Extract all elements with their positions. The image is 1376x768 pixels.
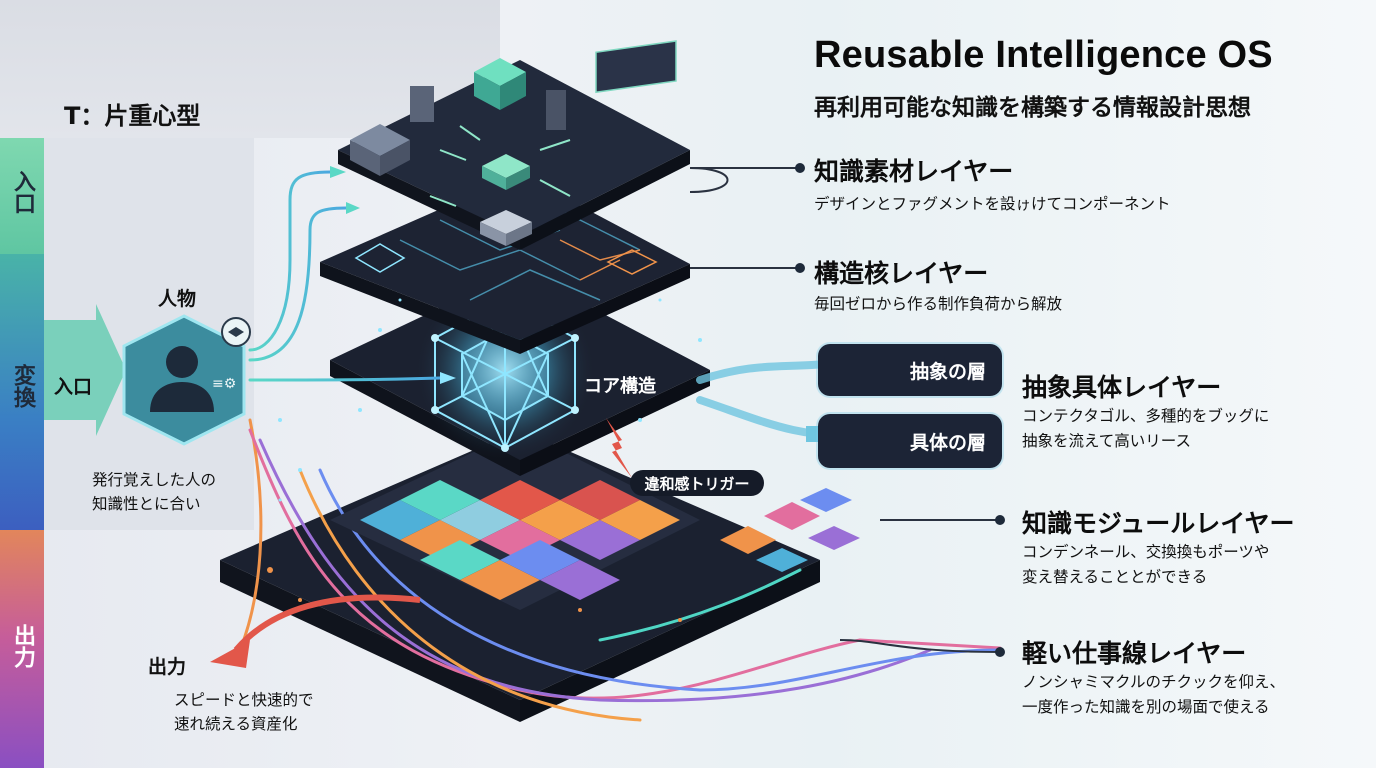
band-transform-label: 変換 [10,364,35,408]
output-desc-line-1: スピードと快速的で [174,691,314,709]
layer-5-desc-line-2: 一度作った知識を別の場面で使える [1022,698,1270,716]
person-entry-label: 入口 [54,376,93,398]
page-subtitle: 再利用可能な知識を構築する情報設計思想 [814,95,1251,121]
layer-5-desc-line-1: ノンシャミマクルのチクックを仰え、 [1022,673,1286,691]
particles-warm [267,567,682,622]
layer-3-title: 抽象具体レイヤー [1022,373,1222,402]
page-title: Reusable Intelligence OS [814,34,1273,76]
flow-lines-output [238,418,1002,722]
layer-2-title: 構造核レイヤー [814,259,989,288]
material-top-layer [338,40,690,250]
layer-1-dot [795,163,805,173]
layer-2-desc: 毎回ゼロから作る制作負荷から解放 [814,295,1063,313]
output-label: 出力 [148,656,187,678]
person-description: 発行覚えした人の 知識性とに合い [92,468,216,516]
type-label: T：片重心型 [64,102,201,130]
band-output-label: 出力 [10,624,35,668]
flow-lines-input [248,170,442,382]
layer-1-title: 知識素材レイヤー [814,157,1014,186]
band-output [0,530,44,768]
layer-4-desc-line-1: コンデンネール、交換換もポーツや [1022,543,1270,561]
trigger-badge: 違和感トリガー [630,470,764,496]
output-desc-line-2: 速れ続える資産化 [174,715,298,733]
particles [278,298,702,502]
core-structure-label: コア構造 [584,376,656,397]
floating-modules [720,488,860,572]
abstract-layer-label: 抽象の層 [909,360,986,383]
layer-5-desc: ノンシャミマクルのチクックを仰え、 一度作った知識を別の場面で使える [1022,670,1285,720]
person-desc-line-1: 発行覚えした人の [92,471,217,489]
right-connectors [689,167,1001,653]
layer-3-desc-line-1: コンテクタゴル、多種的をブッグに [1022,407,1270,425]
trigger-lightning-icon [606,418,632,478]
layer-3-desc-line-2: 抽象を流えて高いリース [1022,432,1191,450]
layer-3-desc: コンテクタゴル、多種的をブッグに 抽象を流えて高いリース [1022,404,1269,454]
layer-5-title: 軽い仕事線レイヤー [1022,639,1247,668]
entry-arrow [44,304,126,436]
output-description: スピードと快速的で 速れ続える資産化 [174,688,314,736]
concrete-layer-label: 具体の層 [909,431,986,454]
layer-4-desc: コンデンネール、交換換もポーツや 変え替えることとができる [1022,540,1269,590]
layer-4-title: 知識モジュールレイヤー [1022,509,1295,538]
layer-5-dot [995,647,1005,657]
band-entry-label: 入口 [10,170,35,214]
svg-text:≡⚙: ≡⚙ [212,376,236,392]
layer-4-desc-line-2: 変え替えることとができる [1022,568,1208,586]
output-arrow [233,594,421,652]
band-entry [0,138,44,254]
person-desc-line-2: 知識性とに合い [92,495,201,513]
layer-1-desc: デザインとファグメントを設ゖけてコンポーネント [814,195,1171,213]
band-transform [0,254,44,530]
layer-4-dot [995,515,1005,525]
concrete-layer-pill: 具体の層 [818,414,1002,468]
puzzle-tile-layer [330,430,700,610]
person-label: 人物 [158,288,197,310]
person-icon: ≡⚙ [122,314,251,446]
layer-2-dot [795,263,805,273]
structure-core-layer [320,174,690,354]
abstract-layer-pill: 抽象の層 [818,344,1002,396]
